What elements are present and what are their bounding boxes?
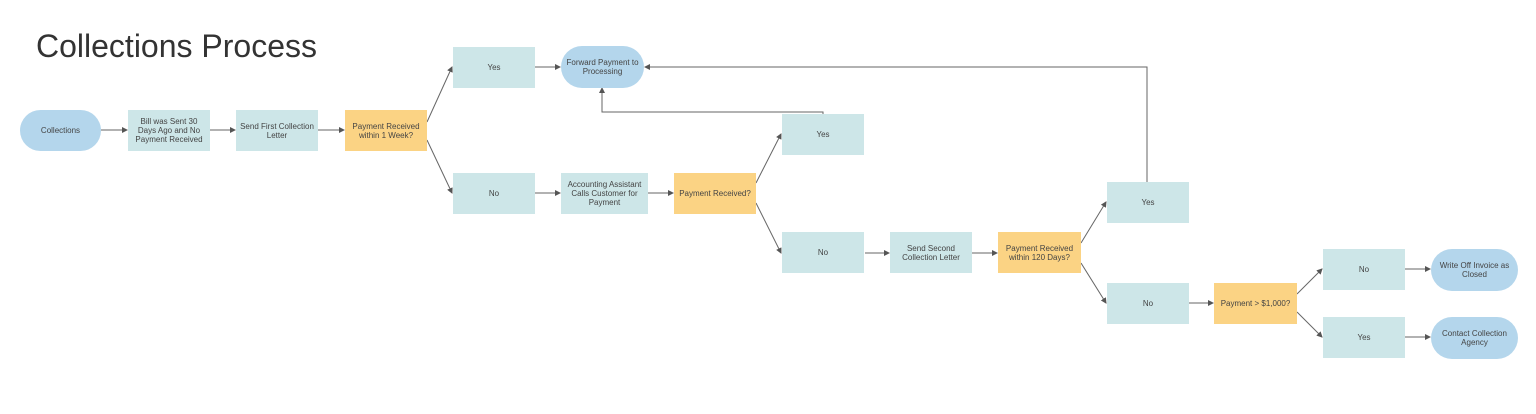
node-label: Send Second Collection Letter [902, 243, 960, 262]
node-label: Payment Received? [679, 189, 751, 198]
connector-decision4-to-yes [1296, 311, 1323, 338]
node-label: Yes [1141, 198, 1155, 207]
connector-decision1-to-no [426, 139, 453, 194]
connector-decision3-to-no [1080, 262, 1107, 304]
node-decision-120-days[interactable]: Payment Received within 120 Days? [998, 232, 1081, 273]
node-no-3[interactable]: No [1107, 283, 1189, 324]
node-yes-4[interactable]: Yes [1323, 317, 1405, 358]
node-label: No [817, 248, 829, 257]
node-decision-1-week[interactable]: Payment Received within 1 Week? [345, 110, 427, 151]
node-label: Payment Received within 1 Week? [352, 121, 420, 140]
node-no-1[interactable]: No [453, 173, 535, 214]
node-label: No [488, 189, 500, 198]
node-yes-1[interactable]: Yes [453, 47, 535, 88]
node-label: No [1358, 265, 1370, 274]
node-label: No [1142, 299, 1154, 308]
node-label: Send First Collection Letter [240, 121, 314, 140]
node-label: Payment > $1,000? [1220, 299, 1291, 308]
node-assistant-calls[interactable]: Accounting Assistant Calls Customer for … [561, 173, 648, 214]
node-no-4[interactable]: No [1323, 249, 1405, 290]
node-label: Yes [816, 130, 830, 139]
node-contact-agency[interactable]: Contact Collection Agency [1431, 317, 1518, 359]
node-forward-payment[interactable]: Forward Payment to Processing [561, 46, 644, 88]
connector-decision1-to-yes [426, 66, 453, 123]
node-label: Forward Payment to Processing [566, 58, 639, 76]
node-label: Yes [487, 63, 501, 72]
node-yes-3[interactable]: Yes [1107, 182, 1189, 223]
node-collections[interactable]: Collections [20, 110, 101, 151]
node-label: Accounting Assistant Calls Customer for … [567, 180, 642, 207]
page-title: Collections Process [36, 28, 317, 64]
connector-decision4-to-no [1296, 268, 1323, 295]
node-label: Contact Collection Agency [1442, 329, 1507, 347]
node-label: Write Off Invoice as Closed [1439, 261, 1510, 279]
node-decision-received[interactable]: Payment Received? [674, 173, 756, 214]
connector-decision3-to-yes [1080, 201, 1107, 244]
node-second-letter[interactable]: Send Second Collection Letter [890, 232, 972, 273]
node-bill-sent[interactable]: Bill was Sent 30 Days Ago and No Payment… [128, 110, 210, 151]
connector-yes2-to-forward [599, 87, 824, 114]
node-label: Collections [40, 126, 81, 135]
node-label: Payment Received within 120 Days? [1005, 243, 1074, 262]
connector-decision2-to-yes [755, 133, 782, 184]
node-decision-amount[interactable]: Payment > $1,000? [1214, 283, 1297, 324]
node-label: Yes [1357, 333, 1371, 342]
node-label: Bill was Sent 30 Days Ago and No Payment… [135, 117, 203, 144]
connector-yes3-to-forward [644, 64, 1148, 182]
node-no-2[interactable]: No [782, 232, 864, 273]
node-yes-2[interactable]: Yes [782, 114, 864, 155]
connector-decision2-to-no [755, 202, 782, 254]
node-write-off[interactable]: Write Off Invoice as Closed [1431, 249, 1518, 291]
node-first-letter[interactable]: Send First Collection Letter [236, 110, 318, 151]
